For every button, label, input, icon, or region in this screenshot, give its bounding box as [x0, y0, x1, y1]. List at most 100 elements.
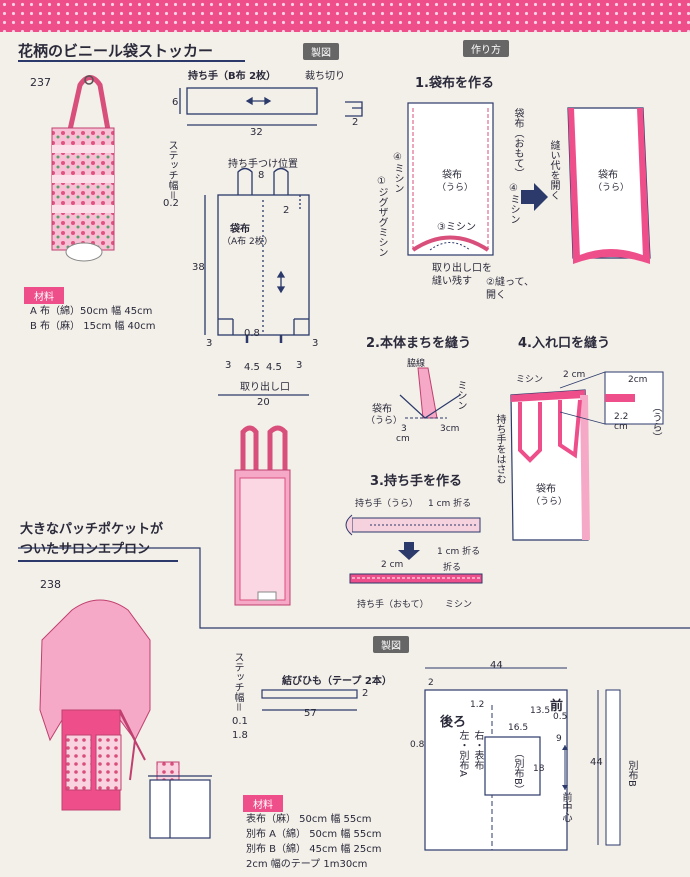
- tie-title: 結びひも（テープ 2本）: [282, 676, 392, 687]
- apron-13-5: 13.5: [530, 706, 551, 716]
- gusset-right: 3: [312, 338, 319, 349]
- slot-label: 取り出し口: [240, 382, 290, 393]
- step4-detail-cm: cm: [614, 422, 628, 432]
- handle-length: 32: [250, 127, 263, 138]
- step1-body-sub: （うら）: [437, 183, 474, 193]
- pocket-label: （別布B）: [512, 748, 523, 795]
- apron-stitch-2: 1.8: [232, 730, 248, 741]
- step2-diagram: [399, 367, 461, 419]
- step1-right-sub: （うら）: [593, 183, 630, 193]
- apron-stitch-1: 0.1: [232, 716, 248, 727]
- step3-handle-back: 持ち手（うら）: [355, 499, 419, 509]
- stitch-value: 0.2: [163, 198, 179, 209]
- step3-handle-front: 持ち手（おもて）: [357, 600, 429, 610]
- apron-pattern-tag: 製図: [373, 636, 409, 653]
- apron-material-4: 2cm 幅のテープ 1m30cm: [246, 859, 368, 870]
- top-margin: 2: [283, 205, 290, 216]
- apron-title-line2: ついたサロンエプロン: [20, 542, 151, 557]
- step3-machine: ミシン: [445, 600, 473, 610]
- tie-width: 2: [362, 688, 369, 699]
- howto-tag: 作り方: [463, 40, 509, 57]
- step3-2cm: 2 cm: [381, 560, 404, 570]
- gusset-left: 3: [206, 338, 213, 349]
- step1-machine-3: ③ミシン: [437, 222, 476, 233]
- step3-diagram: [345, 514, 483, 584]
- step1-outer-label: 袋布（おもて）: [512, 108, 523, 178]
- apron-stitch-label: ステッチ幅＝: [232, 652, 243, 712]
- apron-width: 44: [490, 660, 503, 671]
- pocket-height: 18: [533, 764, 545, 774]
- step1-machine-right: ④ミシン: [508, 183, 519, 224]
- apron-model-illustration: [39, 599, 180, 811]
- step4-machine: ミシン: [516, 375, 544, 385]
- materials-label: 材料: [24, 287, 64, 304]
- step2-body: 袋布: [372, 404, 392, 415]
- step4-detail-ura: （うら）: [650, 402, 661, 442]
- bag-stocker-illustration: [51, 75, 115, 262]
- apron-front-label: 前: [550, 699, 564, 714]
- step3-heading: 3.持ち手を作る: [370, 474, 462, 489]
- apron-material-1: 表布（麻） 50cm 幅 55cm: [246, 814, 372, 825]
- apron-materials-label: 材料: [243, 795, 283, 812]
- step1-open-note: ②縫って、開く: [486, 277, 534, 301]
- bottom-left: 3: [225, 360, 232, 371]
- step1-zigzag: ①ジグザグミシン: [376, 176, 387, 257]
- tie-length: 57: [304, 708, 317, 719]
- step4-diagram: [510, 371, 664, 541]
- pattern-number-238: 238: [40, 578, 61, 591]
- step1-slot-note: 取り出し口を縫い残す: [432, 263, 492, 287]
- step3-fold-2: 1 cm 折る: [437, 547, 481, 557]
- slot-left: 4.5: [244, 362, 260, 373]
- step2-body-sub: （うら）: [366, 416, 403, 426]
- step1-right-note: 縫い代を開く: [548, 140, 559, 200]
- front-center-label: 前中心: [560, 792, 571, 822]
- step4-heading: 4.入れ口を縫う: [518, 336, 610, 351]
- step3-fold-1: 1 cm 折る: [428, 499, 472, 509]
- apron-0-5: 0.5: [553, 712, 568, 722]
- apron-material-3: 別布 B（綿） 45cm 幅 25cm: [246, 844, 382, 855]
- body-sublabel: （A布 2枚）: [222, 237, 273, 247]
- step1-machine-left: ④ミシン: [392, 152, 403, 193]
- page-title: 花柄のビニール袋ストッカー: [18, 42, 214, 60]
- apron-1-2: 1.2: [470, 700, 485, 710]
- step4-handle-note: 持ち手をはさむ: [494, 414, 505, 484]
- apron-back-label: 後ろ: [440, 715, 467, 730]
- step4-2cm: 2 cm: [563, 370, 586, 380]
- apron-corner: 2: [428, 678, 434, 688]
- step1-body-label: 袋布: [442, 170, 462, 181]
- handle-width: 6: [172, 97, 179, 108]
- decorative-header-band: [0, 0, 690, 32]
- step2-side-line: 脇線: [407, 359, 426, 369]
- step2-cm: cm: [396, 434, 410, 444]
- apron-pattern: [424, 667, 621, 851]
- cut-note: 裁ち切り: [305, 71, 345, 82]
- step4-detail-22: 2.2: [614, 412, 629, 422]
- apron-flat-illustration: [148, 775, 212, 839]
- slot-height: 0.8: [244, 328, 260, 339]
- apron-9: 9: [556, 734, 562, 744]
- body-label: 袋布: [230, 224, 250, 235]
- step1-left-diagram: [407, 102, 494, 256]
- attach-width: 8: [258, 170, 265, 181]
- side-piece-label: 別布B: [626, 760, 637, 787]
- pattern-number-237: 237: [30, 76, 51, 89]
- body-height: 38: [192, 262, 205, 273]
- step4-body: 袋布: [536, 484, 556, 495]
- step1-arrow: [521, 183, 548, 211]
- step2-3cm: 3cm: [440, 424, 460, 434]
- slot-right: 4.5: [266, 362, 282, 373]
- apron-0-8: 0.8: [410, 740, 425, 750]
- step2-3: 3: [401, 424, 407, 434]
- apron-title-line1: 大きなパッチポケットが: [20, 522, 164, 537]
- step4-detail-2cm: 2cm: [628, 375, 648, 385]
- apron-material-2: 別布 A（綿） 50cm 幅 55cm: [246, 829, 382, 840]
- apron-right-panel: 右・表布: [472, 730, 483, 770]
- section-divider: [18, 547, 690, 629]
- step1-right-diagram: [567, 107, 651, 264]
- finished-bag-illustration: [234, 425, 291, 606]
- apron-left-panel: 左・別布A: [457, 730, 468, 777]
- bag-body-pattern: [204, 167, 310, 396]
- tie-pattern: [261, 689, 358, 711]
- material-line-1: A 布（綿）50cm 幅 45cm: [30, 306, 153, 317]
